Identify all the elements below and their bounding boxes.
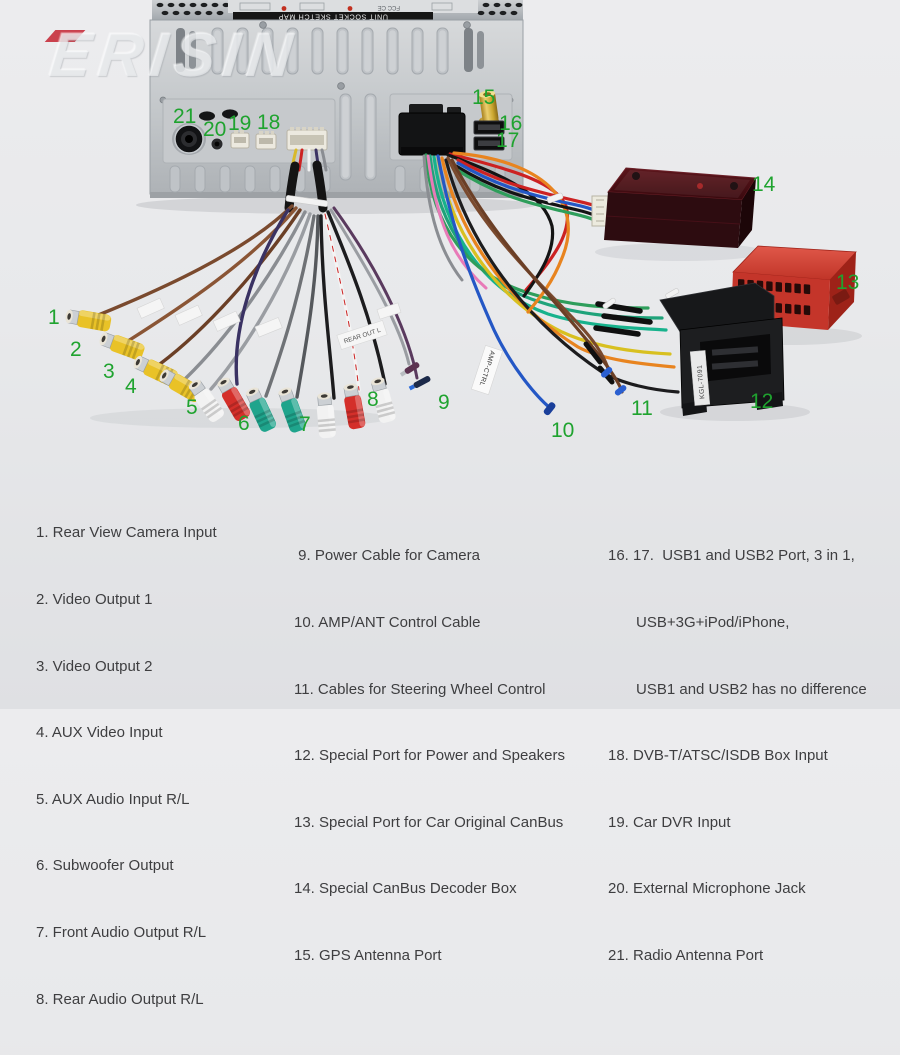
top-sticker: FCC CE (228, 0, 478, 13)
legend-item: 15. GPS Antenna Port (294, 947, 442, 965)
legend-item: 20. External Microphone Jack (608, 880, 806, 898)
dvr-input-connector (230, 130, 250, 149)
legend-item: USB1 and USB2 has no difference (636, 680, 867, 698)
legend-column-2: 9. Power Cable for Camera 10. AMP/ANT Co… (294, 501, 565, 1012)
legend-item: 5. AUX Audio Input R/L (36, 790, 190, 808)
dtv-box-connector (255, 131, 277, 150)
legend-item: USB+3G+iPod/iPhone, (636, 614, 790, 632)
power-harness-socket (398, 104, 466, 156)
radio-antenna-port (172, 123, 206, 155)
main-av-connector (286, 127, 328, 151)
canbus-decoder-box (591, 167, 765, 261)
legend-item: 21. Radio Antenna Port (608, 947, 764, 965)
legend-item: 16. 17. USB1 and USB2 Port, 3 in 1, (608, 547, 855, 565)
rear-out-flag: REAR OUT L (336, 320, 388, 350)
cert-marks: FCC CE (378, 4, 400, 10)
legend-column-1: 1. Rear View Camera Input 2. Video Outpu… (36, 478, 217, 1055)
svg-text:KGL-7091: KGL-7091 (696, 364, 706, 399)
product-photo: FCC CE UNIT SOCKET SKETCH MAP (0, 0, 900, 470)
rca-connectors (63, 306, 431, 440)
amp-ctrl-wire (436, 154, 552, 410)
legend-item: 9. Power Cable for Camera (294, 547, 480, 565)
legend-item: 1. Rear View Camera Input (36, 524, 217, 542)
legend-item: 11. Cables for Steering Wheel Control (294, 680, 546, 698)
legend-item: 8. Rear Audio Output R/L (36, 990, 204, 1008)
socket-sketch-strip: UNIT SOCKET SKETCH MAP (233, 12, 433, 22)
wire-tips (543, 366, 627, 416)
quadlock-label: KGL-7091 (689, 350, 711, 406)
legend-item: 4. AUX Video Input (36, 724, 163, 742)
cable-flags (136, 297, 402, 338)
wire-harnesses: REAR OUT L AMP-CTRL (94, 148, 680, 416)
legend-item: 19. Car DVR Input (608, 813, 731, 831)
keyhole-slots (176, 28, 484, 72)
legend-item: 7. Front Audio Output R/L (36, 924, 207, 942)
legend-item: 6. Subwoofer Output (36, 857, 174, 875)
camera-power-plug-2 (408, 376, 431, 391)
cable-ties (285, 192, 680, 309)
legend-item: 12. Special Port for Power and Speakers (294, 747, 565, 765)
legend-item: 14. Special CanBus Decoder Box (294, 880, 517, 898)
socket-sketch-label: UNIT SOCKET SKETCH MAP (278, 13, 388, 22)
legend-item: 3. Video Output 2 (36, 657, 153, 675)
microphone-jack (210, 137, 224, 151)
amp-ctrl-tag: AMP-CTRL (470, 344, 504, 396)
quadlock-connector: KGL-7091 (659, 282, 810, 421)
legend-item: 13. Special Port for Car Original CanBus (294, 813, 564, 831)
legend-item: 10. AMP/ANT Control Cable (294, 614, 481, 632)
vent-holes (156, 2, 523, 16)
camera-power-plug (399, 362, 420, 377)
usb-ports (473, 120, 505, 151)
legend-item: 2. Video Output 1 (36, 591, 153, 609)
legend-column-3: 16. 17. USB1 and USB2 Port, 3 in 1, USB+… (608, 501, 867, 1012)
vent-ovals (199, 109, 238, 121)
legend-item: 18. DVB-T/ATSC/ISDB Box Input (608, 747, 828, 765)
